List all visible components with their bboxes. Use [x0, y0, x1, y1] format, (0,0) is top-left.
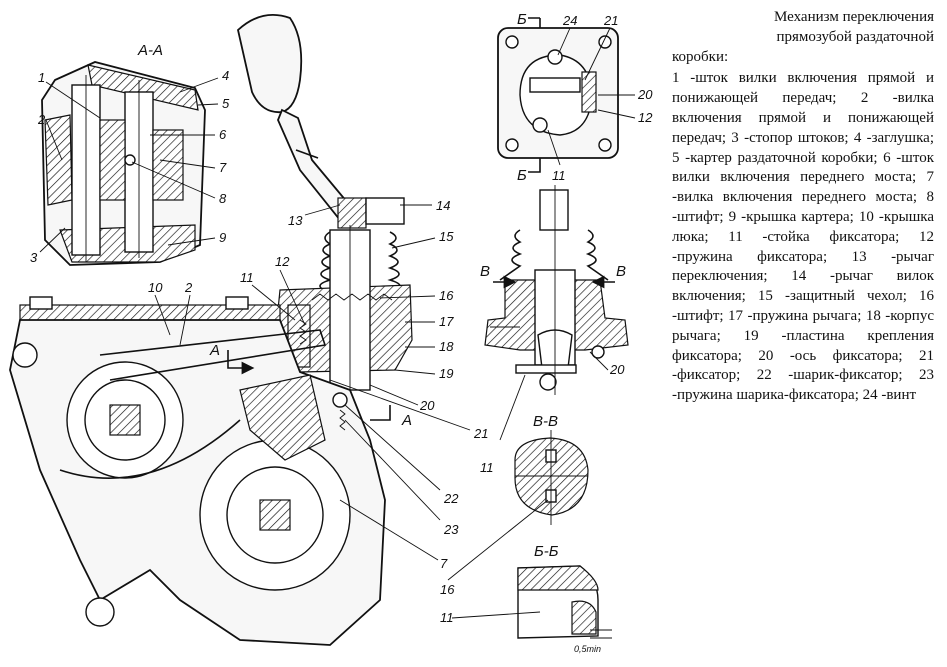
- callout-6: 6: [219, 127, 227, 142]
- callout-19: 19: [439, 366, 453, 381]
- main-assembly-view: А А: [9, 14, 413, 646]
- caption-title-line-3: коробки:: [672, 48, 729, 65]
- section-bb-title: Б-Б: [534, 543, 559, 560]
- section-vv-view: В-В 16: [440, 413, 589, 597]
- callout-8: 8: [219, 191, 227, 206]
- side-boot-left: [499, 229, 523, 281]
- callout-3: 3: [30, 250, 38, 265]
- callout-1: 1: [38, 70, 45, 85]
- section-mark-v-left: В: [480, 263, 490, 280]
- callout-17: 17: [439, 314, 454, 329]
- callout-2: 2: [37, 112, 46, 127]
- callout-23: 23: [443, 522, 459, 537]
- callout-2-main: 2: [184, 280, 193, 295]
- side-boot-right: [585, 229, 609, 281]
- protective-boot-left: [299, 231, 333, 301]
- callout-5: 5: [222, 96, 230, 111]
- callout-11-side: 11: [480, 460, 494, 475]
- caption-legend: 1 -шток вилки включения прямой и понижаю…: [672, 70, 934, 404]
- callout-20-main: 20: [419, 398, 435, 413]
- section-mark-v-right: В: [616, 263, 626, 280]
- callout-12-main: 12: [275, 254, 290, 269]
- callout-12-view-b: 12: [638, 110, 653, 125]
- callout-22: 22: [443, 491, 459, 506]
- callout-11-bb: 11: [440, 610, 454, 625]
- callout-9: 9: [219, 230, 226, 245]
- caption-title-line-2: прямозубой раздаточной: [776, 28, 934, 45]
- callout-7-main: 7: [440, 556, 448, 571]
- callout-16-vv: 16: [440, 582, 455, 597]
- callout-11-main: 11: [240, 270, 254, 285]
- view-b-mark-bottom: Б: [517, 167, 527, 184]
- section-mark-a-right: А: [401, 412, 412, 429]
- caption-title-line-1: Механизм переключения: [774, 9, 934, 25]
- view-b-mark-top: Б: [517, 11, 527, 28]
- section-aa-title: А-А: [137, 42, 163, 59]
- view-b-callouts: 24 21 20 12 11: [547, 13, 653, 183]
- side-assembly-view: В В 20 11: [480, 185, 629, 475]
- callout-18: 18: [439, 339, 454, 354]
- callout-21-main: 21: [473, 426, 488, 441]
- callout-21-view-b: 21: [603, 13, 618, 28]
- caption-title: Механизм переключения прямозубой раздато…: [672, 8, 934, 67]
- callout-16-main: 16: [439, 288, 454, 303]
- callout-13: 13: [288, 213, 303, 228]
- callout-7-section: 7: [219, 160, 227, 175]
- caption-block: Механизм переключения прямозубой раздато…: [672, 8, 934, 406]
- main-assembly-callouts: 10 2 11 12 13 14 15 16 17 18 19 20 21 22…: [148, 198, 488, 571]
- view-b: Б Б: [497, 11, 619, 184]
- callout-20-side: 20: [609, 362, 625, 377]
- section-mark-a-left: А: [209, 342, 220, 359]
- dimension-label: 0,5min: [574, 644, 601, 654]
- callout-10: 10: [148, 280, 163, 295]
- callout-14: 14: [436, 198, 450, 213]
- section-bb-view: Б-Б 0,5min 11: [440, 543, 612, 654]
- callout-20-view-b: 20: [637, 87, 653, 102]
- shift-knob: [237, 14, 303, 114]
- section-aa-view: А-А: [41, 42, 206, 266]
- protective-boot-right: [387, 231, 411, 301]
- callout-4: 4: [222, 68, 229, 83]
- callout-11-view-b: 11: [552, 168, 566, 183]
- section-aa-callouts: 1 2 3 4 5 6 7 8 9: [30, 68, 230, 265]
- section-vv-title: В-В: [533, 413, 558, 430]
- callout-15: 15: [439, 229, 454, 244]
- callout-24: 24: [562, 13, 577, 28]
